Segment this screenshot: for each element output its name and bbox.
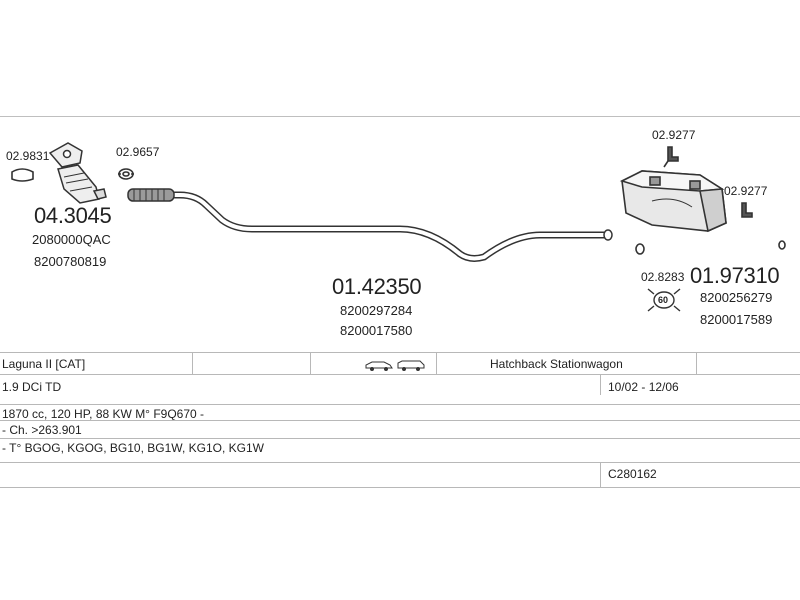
- vehicle-years: 10/02 - 12/06: [608, 380, 679, 394]
- clamp-right-badge: 60: [658, 295, 669, 305]
- table-row: 1.9 DCi TD 10/02 - 12/06: [0, 374, 800, 395]
- catalyst-ref-1: 2080000QAC: [32, 232, 111, 247]
- exhaust-diagram: 02.9831 02.9657 04.3045 2080000QAC 82007…: [0, 117, 800, 351]
- table-row: 1870 cc, 120 HP, 88 KW M° F9Q670 -: [0, 404, 800, 421]
- catalyst-shape: [48, 142, 107, 204]
- clamp-right-shape: [647, 288, 681, 312]
- middle-pipe-ref-2: 8200017580: [340, 323, 413, 338]
- clamp-left-shape: [11, 168, 34, 182]
- vehicle-engine: 1.9 DCi TD: [2, 380, 62, 394]
- rear-silencer-part-number: 01.97310: [690, 263, 780, 288]
- catalyst-ref-2: 8200780819: [34, 254, 107, 269]
- middle-pipe-part-number: 01.42350: [332, 274, 422, 299]
- hanger-right-label: 02.9277: [724, 184, 768, 198]
- top-border: [0, 116, 800, 117]
- table-row: Laguna II [CAT] Hatchback Stationwagon: [0, 352, 800, 375]
- catalog-code: C280162: [608, 467, 657, 481]
- vehicle-codes: - T° BGOG, KGOG, BG10, BG1W, KG1O, KG1W: [2, 441, 264, 455]
- clamp-left-label: 02.9831: [6, 149, 50, 163]
- table-row: - T° BGOG, KGOG, BG10, BG1W, KG1O, KG1W: [0, 438, 800, 463]
- gasket-left-shape: [118, 168, 134, 180]
- gasket-left-label: 02.9657: [116, 145, 160, 159]
- table-row: C280162: [0, 462, 800, 488]
- vehicle-chassis: - Ch. >263.901: [2, 423, 82, 437]
- vehicle-specs: 1870 cc, 120 HP, 88 KW M° F9Q670 -: [2, 407, 205, 421]
- table-row: - Ch. >263.901: [0, 420, 800, 439]
- middle-pipe-ref-1: 8200297284: [340, 303, 413, 318]
- exhaust-drawing: [11, 142, 786, 312]
- clamp-right-label: 02.8283: [641, 270, 685, 284]
- rear-silencer-ref-1: 8200256279: [700, 290, 773, 305]
- catalyst-part-number: 04.3045: [34, 203, 112, 228]
- hanger-top-shape: [663, 146, 679, 168]
- rear-silencer-ref-2: 8200017589: [700, 312, 773, 327]
- vehicle-body-types: Hatchback Stationwagon: [490, 357, 623, 371]
- car-body-icons: [364, 358, 426, 375]
- hanger-right-shape: [741, 202, 753, 218]
- hanger-top-label: 02.9277: [652, 128, 696, 142]
- middle-pipe-shape: [127, 188, 613, 262]
- rear-silencer-shape: [619, 170, 786, 255]
- vehicle-model: Laguna II [CAT]: [2, 357, 86, 371]
